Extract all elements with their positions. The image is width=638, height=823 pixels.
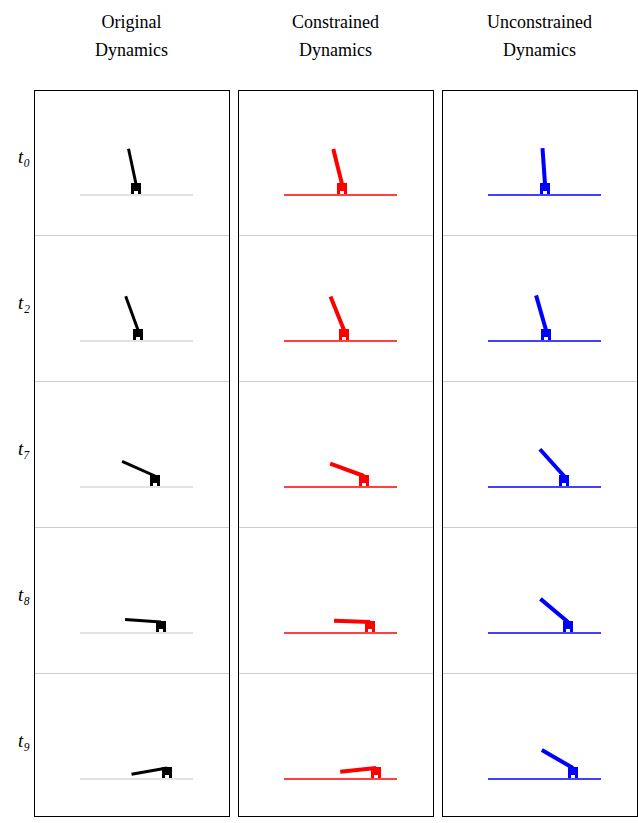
column-header: Original Dynamics bbox=[69, 8, 195, 64]
pole bbox=[340, 768, 376, 772]
pole bbox=[122, 461, 155, 476]
cart bbox=[559, 475, 569, 486]
cart-wheel-gap bbox=[374, 775, 378, 778]
panel-border bbox=[239, 91, 434, 817]
cart-wheel-gap bbox=[159, 629, 163, 632]
time-label: t₈ bbox=[18, 584, 30, 606]
ground-track bbox=[284, 778, 397, 780]
row-divider bbox=[239, 527, 433, 528]
cart-wheel-gap bbox=[153, 483, 157, 486]
panel-border bbox=[443, 91, 638, 817]
time-label: t₀ bbox=[18, 146, 30, 168]
cart bbox=[563, 621, 573, 632]
pole bbox=[125, 619, 161, 622]
cart bbox=[150, 475, 160, 486]
cart-wheel-gap bbox=[543, 191, 547, 194]
ground-track bbox=[284, 486, 397, 488]
row-divider bbox=[239, 673, 433, 674]
pole bbox=[129, 149, 136, 184]
time-label: t₇ bbox=[18, 438, 30, 460]
cart-wheel-gap bbox=[134, 191, 138, 194]
column-header: Constrained Dynamics bbox=[273, 8, 399, 64]
cart-wheel-gap bbox=[342, 337, 346, 340]
row-divider bbox=[443, 527, 637, 528]
row-divider bbox=[35, 527, 229, 528]
cart-wheel-gap bbox=[544, 337, 548, 340]
time-label: t₂ bbox=[18, 292, 30, 314]
cart bbox=[337, 183, 347, 194]
row-divider bbox=[443, 673, 637, 674]
cart-wheel-gap bbox=[566, 629, 570, 632]
ground-track bbox=[488, 486, 601, 488]
pole bbox=[542, 750, 573, 768]
cart-wheel-gap bbox=[165, 775, 169, 778]
pole bbox=[132, 768, 167, 774]
cart-wheel-gap bbox=[340, 191, 344, 194]
ground-track bbox=[80, 194, 193, 196]
cart bbox=[541, 329, 551, 340]
cart bbox=[133, 329, 143, 340]
cart bbox=[568, 767, 578, 778]
row-divider bbox=[239, 381, 433, 382]
cart-wheel-gap bbox=[571, 775, 575, 778]
row-divider bbox=[35, 673, 229, 674]
column-header: Unconstrained Dynamics bbox=[477, 8, 603, 64]
ground-track bbox=[488, 340, 601, 342]
row-divider bbox=[35, 381, 229, 382]
cart bbox=[131, 183, 141, 194]
pole bbox=[334, 621, 370, 622]
pole bbox=[542, 148, 545, 184]
ground-track bbox=[80, 486, 193, 488]
ground-track bbox=[488, 778, 601, 780]
pole bbox=[540, 449, 564, 476]
ground-track bbox=[488, 632, 601, 634]
cart-wheel-gap bbox=[562, 483, 566, 486]
time-label: t₉ bbox=[18, 730, 30, 752]
ground-track bbox=[80, 778, 193, 780]
pole bbox=[536, 295, 546, 330]
ground-track bbox=[284, 340, 397, 342]
cart bbox=[339, 329, 349, 340]
pole bbox=[126, 296, 138, 330]
ground-track bbox=[488, 194, 601, 196]
pole bbox=[333, 149, 342, 184]
pole bbox=[330, 464, 364, 476]
row-divider bbox=[443, 381, 637, 382]
cart-wheel-gap bbox=[136, 337, 140, 340]
row-divider bbox=[35, 235, 229, 236]
cart-wheel-gap bbox=[362, 483, 366, 486]
cart bbox=[540, 183, 550, 194]
ground-track bbox=[284, 194, 397, 196]
pole bbox=[331, 297, 344, 330]
ground-track bbox=[80, 632, 193, 634]
pole bbox=[540, 599, 568, 622]
row-divider bbox=[443, 235, 637, 236]
row-divider bbox=[239, 235, 433, 236]
panel-border bbox=[35, 91, 230, 817]
cart-wheel-gap bbox=[368, 629, 372, 632]
ground-track bbox=[80, 340, 193, 342]
ground-track bbox=[284, 632, 397, 634]
